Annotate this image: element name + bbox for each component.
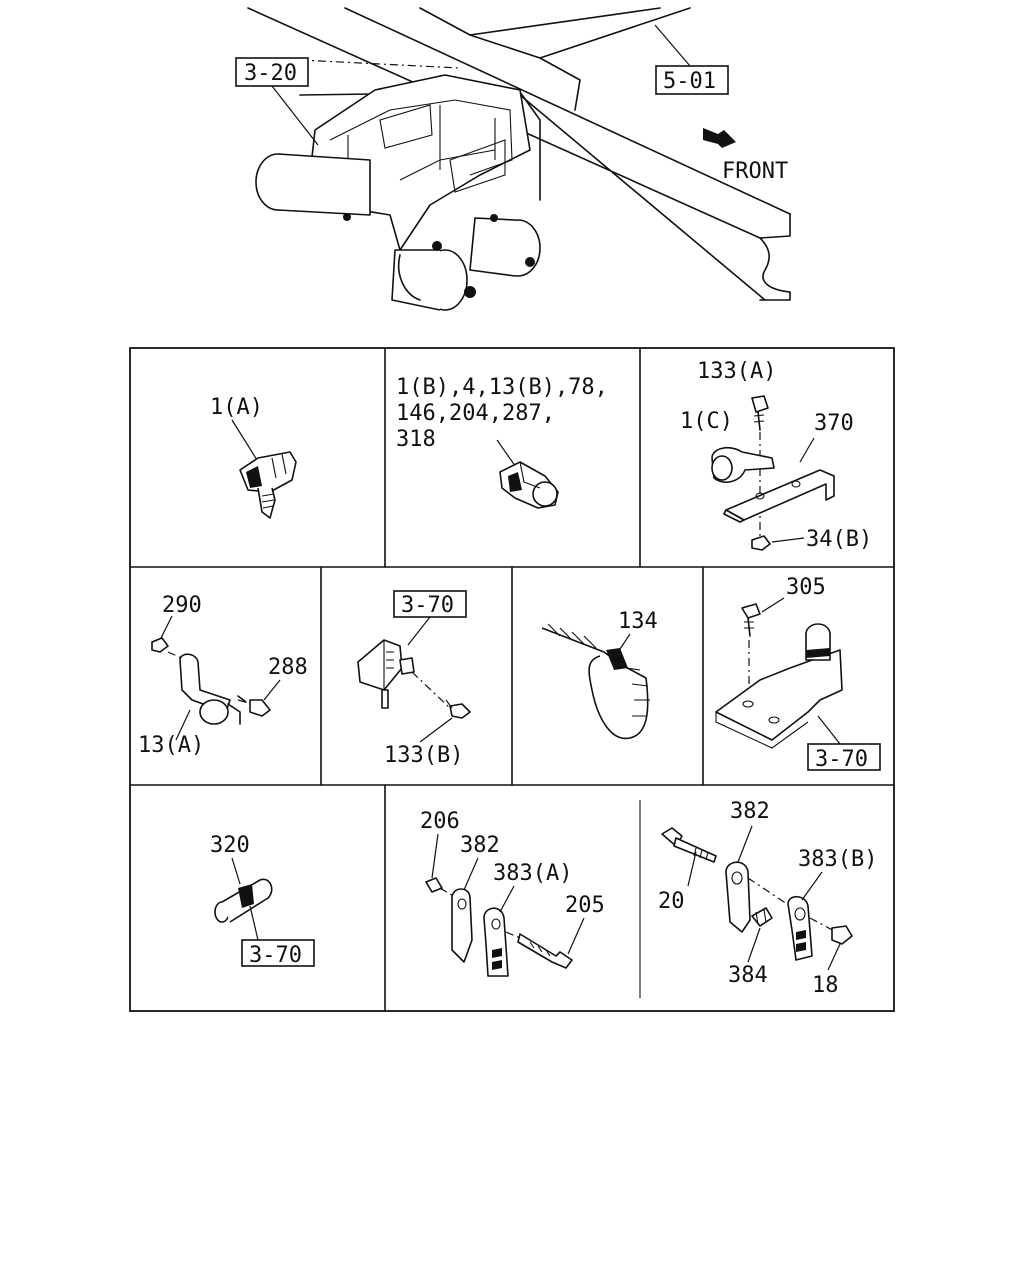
panel-bushing-320: 320 3-70 <box>210 833 315 968</box>
panel-cable-tie: 134 <box>541 609 658 740</box>
label-13a: 13(A) <box>138 733 204 758</box>
label-p2-line3: 318 <box>396 427 436 452</box>
panel-clamp-13a: 290 288 13(A) <box>138 593 308 758</box>
label-383b: 383(B) <box>798 847 877 872</box>
label-290: 290 <box>162 593 202 618</box>
label-133a: 133(A) <box>697 359 776 384</box>
front-label: FRONT <box>722 159 788 184</box>
ref-box-3-70-p8 <box>241 939 315 967</box>
panel-clip-1a: 1(A) <box>210 395 297 519</box>
label-205: 205 <box>565 893 605 918</box>
ref-3-70-p8-label: 3-70 <box>249 943 302 968</box>
label-305: 305 <box>786 575 826 600</box>
label-34b: 34(B) <box>806 527 872 552</box>
panel-clamp-bracket: 133(A) 1(C) 370 34(B) <box>680 359 872 552</box>
ref-3-70-p7-label: 3-70 <box>815 747 868 772</box>
ref-3-70-p5-label: 3-70 <box>401 593 454 618</box>
ref-box-3-70-p5 <box>393 590 467 618</box>
panel-clip-group: 1(B),4,13(B),78, 146,204,287, 318 <box>396 375 608 509</box>
ref-5-01-label: 5-01 <box>663 69 716 94</box>
ref-box-5-01 <box>655 65 729 95</box>
label-383a: 383(A) <box>493 861 572 886</box>
ref-3-20-label: 3-20 <box>244 61 297 86</box>
label-206: 206 <box>420 809 460 834</box>
label-18: 18 <box>812 973 839 998</box>
label-382-p9: 382 <box>460 833 500 858</box>
label-382-p10: 382 <box>730 799 770 824</box>
label-288: 288 <box>268 655 308 680</box>
panel-bracket-305: 305 3-70 <box>715 575 881 772</box>
panel-clamp-set-a: 206 382 383(A) 205 <box>420 809 605 977</box>
label-1a: 1(A) <box>210 395 263 420</box>
label-20: 20 <box>658 889 685 914</box>
label-320: 320 <box>210 833 250 858</box>
ref-box-3-20 <box>235 57 309 87</box>
label-134: 134 <box>618 609 658 634</box>
label-p2-line2: 146,204,287, <box>396 401 555 426</box>
front-arrow-icon <box>703 128 736 148</box>
ref-box-3-70-p7 <box>807 743 881 771</box>
panel-stud-bracket: 3-70 133(B) <box>357 590 471 768</box>
top-assembly-view: 3-20 5-01 FRONT <box>235 7 791 311</box>
label-370: 370 <box>814 411 854 436</box>
label-384: 384 <box>728 963 768 988</box>
label-p2-line1: 1(B),4,13(B),78, <box>396 375 608 400</box>
label-133b: 133(B) <box>384 743 463 768</box>
label-1c: 1(C) <box>680 409 733 434</box>
panel-clamp-set-b: 382 383(B) 20 384 18 <box>658 799 877 998</box>
